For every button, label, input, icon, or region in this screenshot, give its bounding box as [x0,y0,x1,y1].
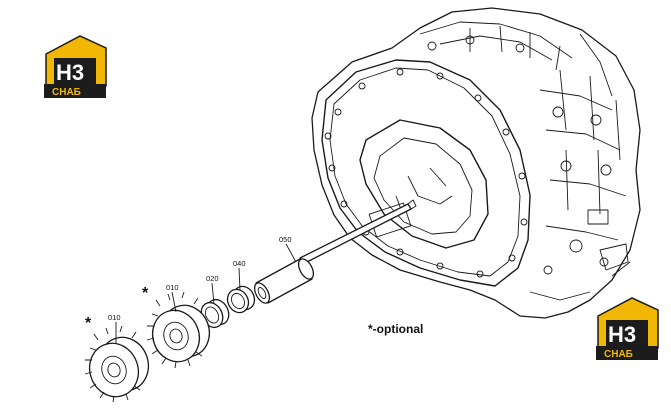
optional-note: *-optional [368,322,423,336]
gear-010-rear [146,291,211,369]
part-label-010-front: 010 [108,313,121,322]
logo-mark: H3 [608,322,636,347]
sleeve-050 [253,258,315,304]
part-label-010-rear: 010 [166,283,179,292]
part-label-050: 050 [279,235,292,244]
optional-marker-010-rear: * [142,285,149,302]
logo-mark: H3 [56,60,84,85]
logo-name: CHAБ [604,349,633,360]
gear-010-front [84,325,150,403]
logo-name: CHAБ [52,87,81,98]
leader-lines [115,243,297,344]
ring-040 [226,285,256,314]
brand-logo-bottom: H3 CHAБ [596,297,659,360]
part-label-020: 020 [206,274,219,283]
transmission-housing [311,7,641,319]
part-label-040: 040 [233,259,246,268]
optional-marker-010-front: * [85,315,92,332]
brand-logo-top: H3 CHAБ [44,35,107,98]
